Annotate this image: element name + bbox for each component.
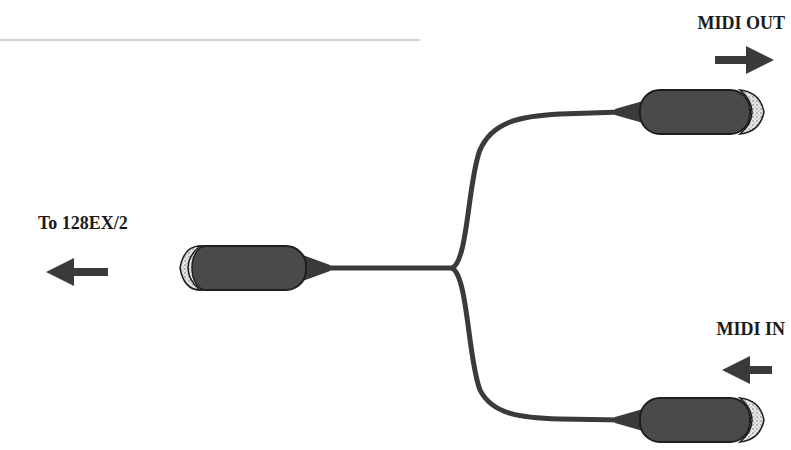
signal-label: To 128EX/2 bbox=[38, 214, 128, 234]
cable-branch bbox=[452, 112, 622, 268]
page-rule bbox=[0, 39, 420, 41]
plug-to-computer bbox=[180, 246, 330, 290]
signal-label: MIDI OUT bbox=[697, 14, 785, 34]
plug-midi-in bbox=[615, 398, 764, 442]
signal-label: MIDI IN bbox=[716, 320, 785, 340]
plug-midi-out bbox=[615, 90, 764, 134]
cable bbox=[318, 266, 452, 271]
cable-branch bbox=[452, 268, 622, 420]
direction-arrow bbox=[46, 46, 774, 384]
